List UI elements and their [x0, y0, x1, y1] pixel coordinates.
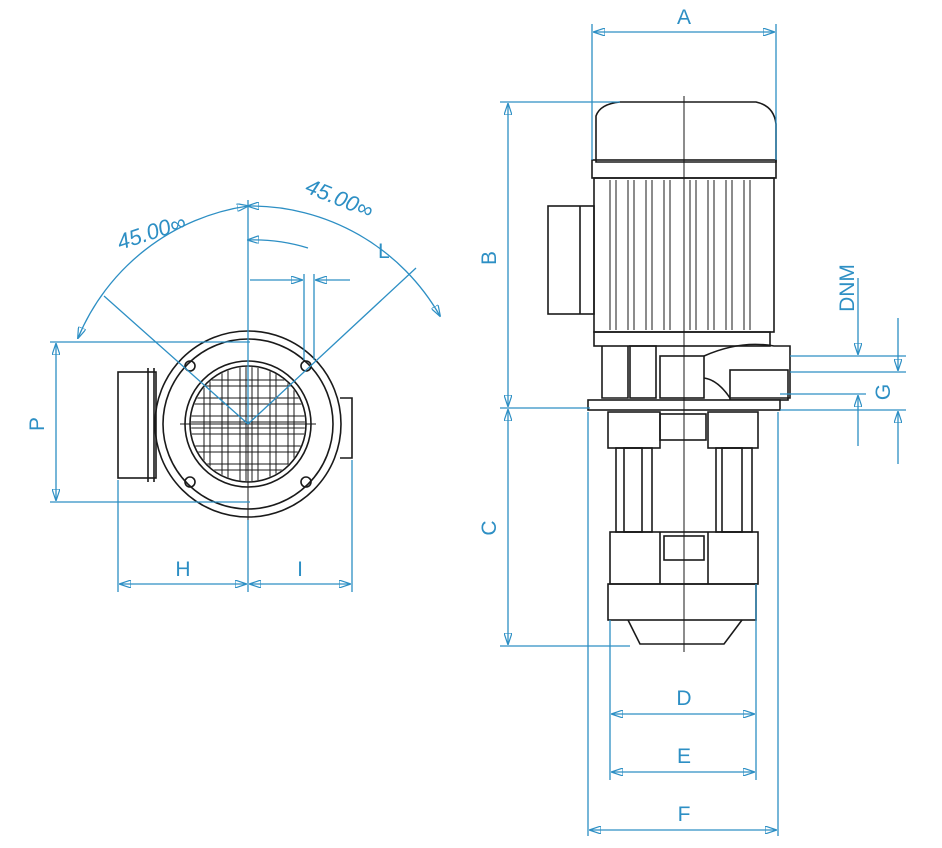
- dim-label-L: L: [378, 240, 390, 263]
- dim-L: L: [250, 240, 390, 360]
- dim-B-C: B C: [478, 101, 630, 647]
- outlet-pipe: [117, 371, 157, 479]
- dim-label-D: D: [676, 687, 691, 710]
- dim-P: P: [26, 341, 250, 503]
- outlet-elbow: [703, 343, 791, 399]
- angle-label-left: 45.00∞: [114, 209, 189, 255]
- dim-label-C: C: [478, 520, 501, 535]
- dim-label-G: G: [872, 384, 895, 400]
- terminal-box: [547, 205, 595, 315]
- dim-label-A: A: [677, 6, 691, 29]
- dim-label-DNM: DNM: [836, 264, 859, 312]
- dim-label-H: H: [175, 558, 190, 581]
- dim-DNM-G: DNM G: [780, 264, 906, 464]
- dim-D-E-F: D E F: [587, 412, 779, 836]
- dim-label-E: E: [677, 745, 691, 768]
- top-view: [117, 326, 353, 520]
- dim-label-P: P: [26, 417, 49, 431]
- dim-label-F: F: [678, 803, 691, 826]
- dim-label-I: I: [297, 558, 303, 581]
- dim-label-B: B: [478, 251, 501, 265]
- side-view: [547, 96, 791, 652]
- dim-H-I: H I: [117, 460, 353, 592]
- motor-cap: [595, 101, 777, 163]
- dim-A: A: [591, 6, 777, 160]
